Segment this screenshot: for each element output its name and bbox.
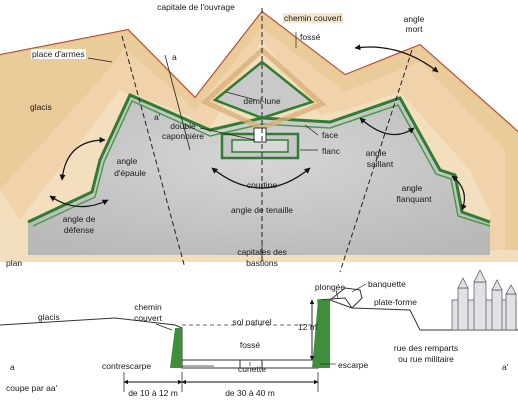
label-plate-forme: plate-forme	[374, 297, 417, 307]
bastions-ground	[28, 95, 490, 255]
label-double-caponniere-1: double	[170, 121, 196, 131]
label-angle-flanquant-2: flanquant	[396, 194, 432, 204]
label-angle-defense-2: défense	[63, 225, 95, 235]
label-dim-1: de 10 à 12 m	[128, 388, 178, 398]
label-glacis-plan: glacis	[30, 102, 52, 112]
angle-tenaille-arc	[211, 167, 311, 189]
label-dim-2: de 30 à 40 m	[225, 388, 275, 398]
label-a-left: a	[10, 362, 15, 372]
label-banquette: banquette	[368, 279, 406, 289]
label-capitales-bastions-2: bastions	[246, 258, 278, 268]
label-plan: plan	[6, 258, 23, 268]
label-a-top: a	[172, 52, 177, 62]
caponniere-door	[253, 127, 267, 143]
label-face: face	[322, 130, 339, 140]
contrescarpe-wall	[170, 328, 182, 368]
section-leader-lines	[155, 283, 367, 367]
ditch-zone	[0, 28, 505, 250]
label-capitale-ouvrage: capitale de l'ouvrage	[156, 2, 236, 12]
label-contrescarpe: contrescarpe	[102, 361, 152, 371]
label-angle-defense-1: angle de	[62, 214, 96, 224]
capitale-bastion-right	[339, 49, 413, 273]
label-glacis-section: glacis	[38, 312, 60, 322]
label-chemin-couvert-2: couvert	[134, 313, 162, 323]
parapet	[328, 287, 363, 309]
label-coupe: coupe par aa'	[6, 383, 58, 393]
label-angle-tenaille: angle de tenaille	[231, 205, 293, 215]
label-capitales-bastions-1: capitales des	[237, 247, 287, 257]
label-demi-lune: demi-lune	[243, 96, 281, 106]
label-place-armes: place d'armes	[31, 49, 86, 59]
cunette-channel	[239, 359, 263, 369]
label-angle-epaule-2: d'épaule	[114, 168, 146, 178]
angle-flanquant-arc	[451, 175, 467, 211]
label-hauteur-12m: 12 m	[298, 322, 317, 332]
label-fosse-section: fossé	[239, 340, 261, 350]
plan-view	[0, 8, 518, 273]
dimension-ticks	[123, 372, 319, 392]
label-chemin-couvert: chemin couvert	[283, 13, 343, 23]
label-angle-mort-2: mort	[405, 24, 423, 34]
capitale-bastion-left	[121, 35, 186, 269]
demi-lune-shape	[212, 60, 315, 120]
line-aa-plan	[164, 54, 191, 151]
label-angle-saillant-2: saillant	[366, 159, 394, 169]
label-cunette: cunette	[238, 364, 266, 374]
escarpe-wall	[312, 300, 330, 368]
leader-lines	[87, 32, 319, 258]
angle-mort-arc	[354, 44, 439, 73]
label-a-inner: a'	[154, 112, 161, 122]
label-chemin-couvert-1: chemin	[134, 302, 162, 312]
label-fosse-plan: fossé	[300, 32, 321, 42]
label-courtine: courtine	[246, 180, 278, 190]
label-rue-remparts-1: rue des remparts	[393, 343, 459, 353]
label-double-caponniere-2: caponnière	[161, 131, 205, 141]
label-a-right: a'	[502, 362, 509, 372]
angle-defense-arc	[49, 195, 109, 208]
demi-lune-berm	[200, 46, 327, 131]
angle-epaule-arc	[59, 137, 106, 181]
label-plongee: plongée	[314, 282, 346, 292]
label-sol-naturel: sol naturel	[232, 317, 272, 327]
label-angle-epaule-1: angle	[116, 156, 138, 166]
label-angle-flanquant-1: angle	[401, 183, 423, 193]
angle-saillant-arc	[359, 117, 415, 136]
label-angle-mort-1: angle	[403, 14, 425, 24]
label-angle-saillant-1: angle	[365, 148, 387, 158]
label-flanc: flanc	[322, 146, 340, 156]
label-rue-remparts-2: ou rue militaire	[398, 354, 454, 364]
section-view	[0, 269, 518, 392]
label-escarpe: escarpe	[338, 360, 369, 370]
castle-icon	[451, 269, 517, 331]
